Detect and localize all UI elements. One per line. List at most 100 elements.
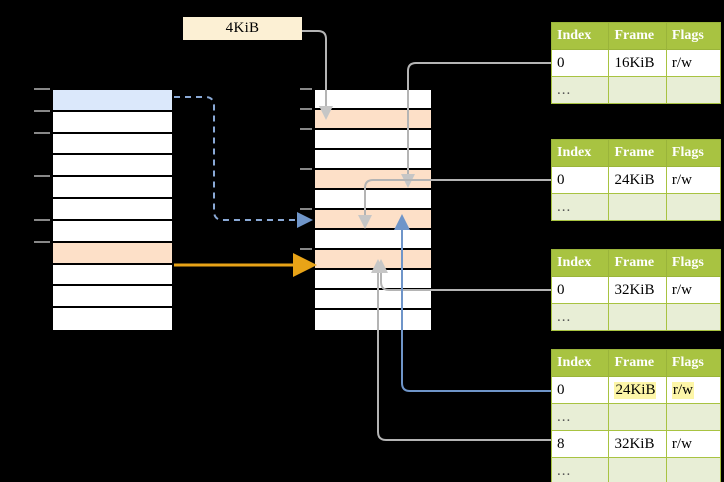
table-cell [608,403,667,431]
physical-frame-row [315,290,431,310]
table-cell: ... [550,303,610,331]
column-header-flags: Flags [665,22,722,50]
physical-frame-row [315,170,431,190]
table-cell: r/w [665,430,722,458]
table-cell [608,193,667,221]
table-cell [665,403,722,431]
virtual-page-row [53,133,172,156]
table-cell: ... [550,403,610,431]
column-header-frame: Frame [608,139,667,167]
table-cell [608,457,667,482]
row-tick [34,109,50,112]
virtual-page-row [53,199,172,221]
virtual-page-row [53,90,172,112]
table-row: ... [550,303,722,331]
frame-divider [377,90,379,326]
wire-virtual-page-to-frame [174,96,313,228]
column-header-frame: Frame [608,249,667,277]
row-tick [34,131,50,134]
physical-frame-row [315,110,431,130]
row-tick [34,88,50,90]
physical-frame-row [315,190,431,210]
virtual-page-row [53,308,172,330]
row-tick [300,208,312,210]
row-tick [300,168,312,170]
physical-frame-row [315,150,431,170]
physical-frame-row [315,210,431,230]
table-cell [608,76,667,104]
table-row: ... [550,76,722,104]
table-row: ... [550,457,722,482]
table-cell: r/w [665,276,722,304]
table-cell: ... [550,457,610,482]
row-tick [300,88,312,90]
column-header-index: Index [550,22,610,50]
table-cell: 24KiB [608,376,667,404]
virtual-page-row [53,264,172,287]
table-row: ... [550,193,722,221]
page-size-label: 4KiB [183,17,302,40]
table-cell [665,457,722,482]
column-header-frame: Frame [608,22,667,50]
table-cell: 32KiB [608,430,667,458]
column-header-index: Index [550,139,610,167]
frame-divider [409,90,411,326]
column-header-flags: Flags [665,349,722,377]
table-cell: 32KiB [608,276,667,304]
table-cell: r/w [665,49,722,77]
virtual-page-row [53,220,172,243]
table-cell: ... [550,76,610,104]
table-cell: 0 [550,49,610,77]
physical-frame-row [315,90,431,110]
row-tick [34,240,50,243]
virtual-page-row [53,111,172,134]
virtual-address-space-column [51,88,174,330]
physical-frame-row [315,310,431,330]
virtual-page-row [53,286,172,309]
table-cell: ... [550,193,610,221]
table-cell: 0 [550,376,610,404]
table-cell [608,303,667,331]
column-header-frame: Frame [608,349,667,377]
highlighted-value: r/w [671,381,694,399]
table-row: ... [550,403,722,431]
table-cell: r/w [665,376,722,404]
table-cell [665,193,722,221]
table-cell: r/w [665,166,722,194]
virtual-page-row [53,177,172,200]
table-cell: 16KiB [608,49,667,77]
table-cell [665,76,722,104]
highlighted-value: 24KiB [614,381,657,399]
physical-frame-row [315,130,431,150]
row-tick [300,128,312,130]
table-cell: 0 [550,166,610,194]
table-cell: 0 [550,276,610,304]
physical-frame-row [315,230,431,250]
physical-frame-row [315,270,431,290]
row-tick [300,248,312,250]
physical-frame-row [315,250,431,270]
table-cell: 8 [550,430,610,458]
row-tick [300,108,312,110]
column-header-flags: Flags [665,249,722,277]
column-header-index: Index [550,249,610,277]
table-cell [665,303,722,331]
virtual-page-row [53,242,172,265]
row-tick [34,218,50,221]
physical-memory-column [313,88,433,330]
column-header-index: Index [550,349,610,377]
row-tick [34,175,50,178]
